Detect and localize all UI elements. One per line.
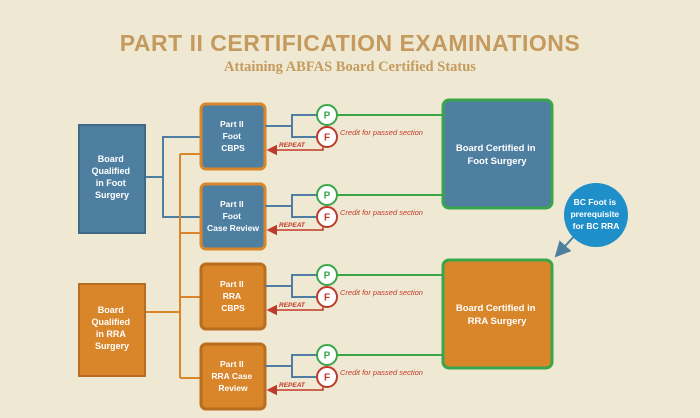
board-certified-foot-box: Board Certified in Foot Surgery <box>441 98 554 210</box>
pass-node <box>316 104 338 126</box>
pass-label: P <box>324 191 331 202</box>
qualified-foot-label: Board Qualified in Foot Surgery <box>91 154 132 200</box>
branch-pass-line <box>265 194 317 207</box>
branch-fail-line <box>291 366 317 378</box>
exam-label: Part II RRA Case Review <box>211 359 254 393</box>
repeat-arrow <box>266 304 324 316</box>
repeat-arrow <box>266 224 324 236</box>
pass-label: P <box>324 271 331 282</box>
rra-connectors <box>145 153 201 379</box>
branch-fail-line <box>291 206 317 218</box>
credit-note: Credit for passed section <box>340 208 423 217</box>
credit-note: Credit for passed section <box>340 128 423 137</box>
repeat-label: REPEAT <box>279 382 306 389</box>
certified-rra-label: Board Certified in RRA Surgery <box>456 303 538 327</box>
qualified-connectors <box>145 136 201 218</box>
pass-label: P <box>324 351 331 362</box>
fail-label: F <box>324 213 330 224</box>
repeat-arrow <box>266 144 324 156</box>
repeat-label: REPEAT <box>279 302 306 309</box>
page-title: PART II CERTIFICATION EXAMINATIONS <box>119 30 581 56</box>
fail-node <box>316 366 338 388</box>
repeat-label: REPEAT <box>279 222 306 229</box>
branch-fail-line <box>291 126 317 138</box>
pass-node <box>316 184 338 206</box>
page-subtitle: Attaining ABFAS Board Certified Status <box>224 59 476 75</box>
fail-node <box>316 206 338 228</box>
branch-pass-line <box>265 354 317 367</box>
prerequisite-label: BC Foot is prerequisite for BC RRA <box>570 197 621 231</box>
board-certified-rra-box: Board Certified in RRA Surgery <box>441 258 554 370</box>
exam-box-foot-case-review: Part II Foot Case Review <box>199 182 267 251</box>
repeat-label: REPEAT <box>279 142 306 149</box>
branch-fail-line <box>291 286 317 298</box>
credit-note: Credit for passed section <box>340 368 423 377</box>
board-qualified-rra-box: Board Qualified in RRA Surgery <box>78 283 146 377</box>
board-qualified-foot-box: Board Qualified in Foot Surgery <box>78 124 146 234</box>
fail-label: F <box>324 373 330 384</box>
exam-label: Part II Foot Case Review <box>207 199 259 233</box>
prerequisite-badge: BC Foot is prerequisite for BC RRA <box>564 183 628 247</box>
credit-note: Credit for passed section <box>340 288 423 297</box>
exam-label: Part II Foot CBPS <box>220 119 246 153</box>
exam-box-rra-case-review: Part II RRA Case Review <box>199 342 267 411</box>
certified-foot-label: Board Certified in Foot Surgery <box>456 143 538 167</box>
qualified-rra-label: Board Qualified in RRA Surgery <box>91 305 132 351</box>
branch-pass-line <box>265 114 317 127</box>
fail-label: F <box>324 293 330 304</box>
exam-box-rra-cbps: Part II RRA CBPS <box>199 262 267 331</box>
exam-label: Part II RRA CBPS <box>220 279 246 313</box>
pass-node <box>316 344 338 366</box>
fail-node <box>316 126 338 148</box>
fail-node <box>316 286 338 308</box>
branch-pass-line <box>265 274 317 287</box>
pass-node <box>316 264 338 286</box>
exam-box-foot-cbps: Part II Foot CBPS <box>199 102 267 171</box>
repeat-arrow <box>266 384 324 396</box>
pass-label: P <box>324 111 331 122</box>
fail-label: F <box>324 133 330 144</box>
